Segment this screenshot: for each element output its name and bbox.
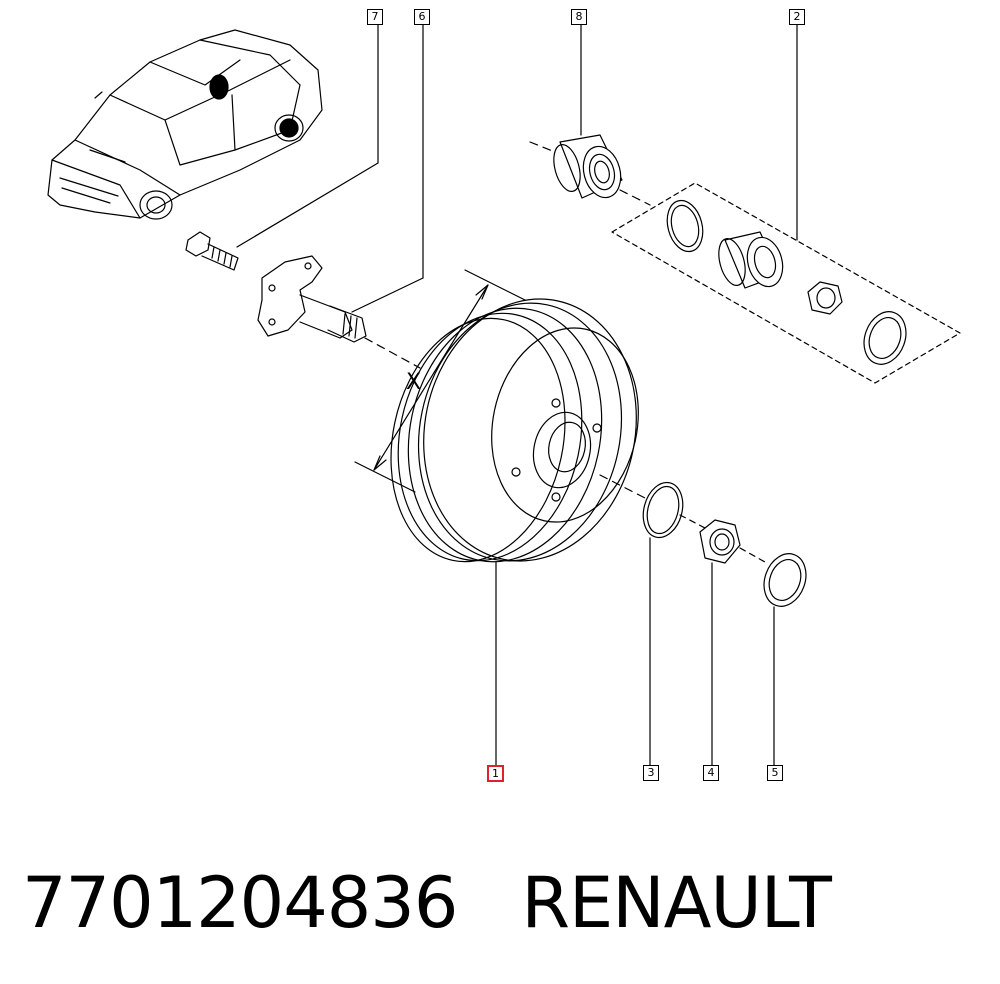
brake-drum-part (390, 298, 639, 563)
dimension-x-label: X (406, 370, 421, 395)
hub-nut-part (699, 519, 741, 564)
callout-5[interactable]: 5 (767, 765, 783, 781)
circlip-part (642, 481, 684, 539)
callout-8[interactable]: 8 (571, 9, 587, 25)
brand-name: RENAULT (521, 862, 831, 944)
exploded-parts-diagram: X (47, 24, 961, 766)
dust-cap-part (763, 553, 807, 607)
callout-7[interactable]: 7 (367, 9, 383, 25)
callout-3[interactable]: 3 (643, 765, 659, 781)
bolt-part (185, 231, 239, 271)
callout-4[interactable]: 4 (703, 765, 719, 781)
part-number: 7701204836 (22, 862, 458, 944)
callout-2[interactable]: 2 (789, 9, 805, 25)
car-illustration (47, 29, 323, 220)
wheel-bearing-part (553, 134, 623, 199)
stub-axle-part (257, 255, 367, 343)
callout-6[interactable]: 6 (414, 9, 430, 25)
part-caption: 7701204836 RENAULT (22, 858, 832, 948)
callout-1[interactable]: 1 (487, 765, 504, 782)
dimension-x (354, 269, 526, 493)
bearing-kit-group (611, 182, 961, 384)
